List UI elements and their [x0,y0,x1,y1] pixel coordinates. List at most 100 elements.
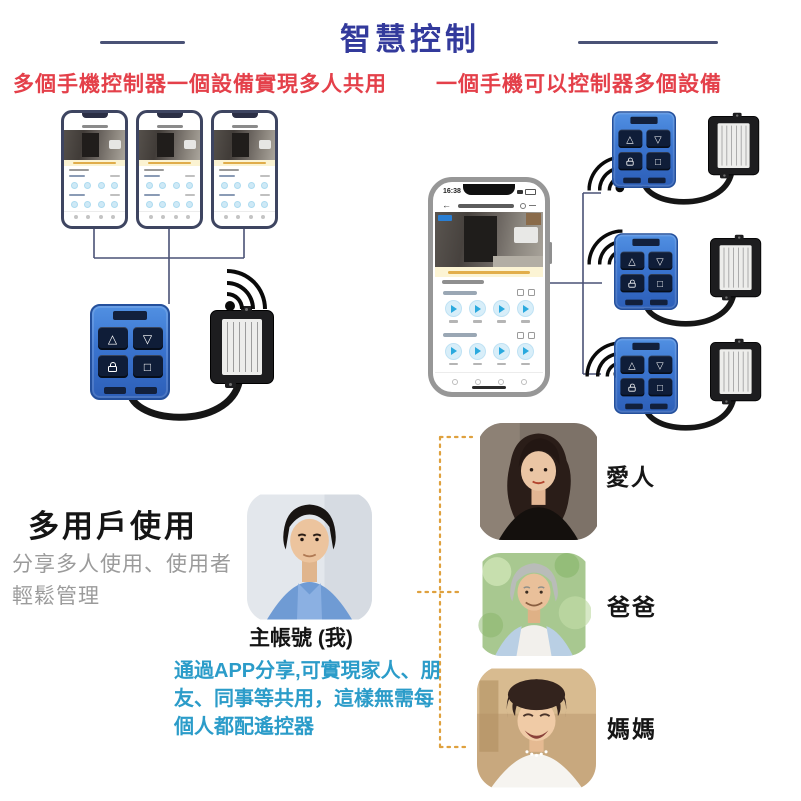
play-button [468,342,486,360]
remote-stop-button: □ [132,355,163,378]
remote-lock-button [97,355,128,378]
status-icons [517,189,536,195]
owner-label: 主帳號 (我) [249,627,353,650]
home-indicator [472,386,506,389]
multiuser-heading: 多用戶使用 [28,509,198,544]
lock-icon [628,279,636,288]
status-time: 16:38 [443,188,461,195]
remote-stop-button: □ [646,152,670,171]
remote-lock-button [618,152,642,171]
play-button [492,300,510,318]
rf-remote: △ ▽ □ [614,337,678,414]
member-label-lover: 愛人 [606,464,656,490]
notice-banner [435,267,543,278]
bottom-tab-bar [435,372,543,390]
remote-lock-button [620,378,644,397]
settings-icon [528,289,535,297]
receiver-box [710,234,762,301]
member-avatar-mom [477,666,596,790]
square-stop-icon: □ [657,277,663,289]
control-buttons-row [214,198,275,211]
share-note-line1: 通過APP分享,可實現家人、朋 [174,660,441,682]
app-title-placeholder [455,203,516,208]
play-button [516,342,534,360]
device-pair-right-2: △ ▽ □ [614,230,774,336]
mini-phone-2 [136,110,203,229]
remote-up-button: △ [620,355,644,374]
back-icon: ← [442,200,451,211]
mini-phone-3 [211,110,278,229]
receiver-box [210,306,274,388]
camera-live-view [435,212,543,268]
device-section-2 [435,329,543,340]
square-stop-icon: □ [143,359,152,374]
receiver-box [708,112,760,179]
multiuser-description: 分享多人使用、使用者 輕鬆管理 [12,549,232,613]
share-note-line3: 個人都配遙控器 [174,716,314,738]
device-pair-right-1: △ ▽ □ [612,108,772,214]
control-buttons-row-2 [435,341,543,372]
receiver-label [222,319,262,375]
triangle-down-icon: ▽ [654,133,662,145]
play-button [468,300,486,318]
multiuser-description-line2: 輕鬆管理 [12,585,100,608]
play-button [516,300,534,318]
remote-lock-button [620,274,644,293]
remote-up-button: △ [618,129,642,148]
play-button [444,300,462,318]
title-decor-line-left [100,41,185,44]
remote-down-button: ▽ [648,355,672,374]
share-note-line2: 友、同事等共用，這樣無需每 [174,688,434,710]
lock-icon [626,157,634,166]
member-avatar-lover [477,423,600,540]
wifi-icon [224,264,272,312]
triangle-down-icon: ▽ [656,359,664,371]
triangle-up-icon: △ [107,331,118,346]
remote-up-button: △ [97,327,128,350]
control-buttons-row [64,179,125,192]
square-stop-icon: □ [655,155,661,167]
rf-remote: △ ▽ □ [614,233,678,310]
member-avatar-dad [477,553,591,656]
remote-stop-button: □ [648,378,672,397]
triangle-up-icon: △ [626,133,634,145]
device-section-1 [435,287,543,298]
remote-down-button: ▽ [648,251,672,270]
multiuser-description-line1: 分享多人使用、使用者 [12,553,232,576]
device-pair-right-3: △ ▽ □ [614,334,774,440]
camera-view [64,130,125,160]
control-buttons-row [214,179,275,192]
remote-down-button: ▽ [646,129,670,148]
member-label-mom: 媽媽 [607,716,657,742]
triangle-up-icon: △ [628,255,636,267]
mini-phone-1 [61,110,128,229]
device-count-line [435,277,543,286]
play-button [444,342,462,360]
control-buttons-row [139,179,200,192]
main-phone: 16:38 ← [428,177,552,397]
settings-icon [528,331,535,339]
square-stop-icon: □ [657,381,663,393]
receiver-box [710,338,762,405]
title-decor-line-right [578,41,718,44]
control-buttons-row-1 [435,298,543,329]
remote-led-slot [113,311,147,320]
edit-icon [517,331,524,339]
control-buttons-row [64,198,125,211]
right-section-heading: 一個手機可以控制器多個設備 [436,73,722,96]
rf-remote: △ ▽ □ [612,111,676,188]
triangle-down-icon: ▽ [656,255,664,267]
page-title: 智慧控制 [340,22,480,57]
triangle-down-icon: ▽ [142,331,153,346]
control-buttons-row [139,198,200,211]
live-badge [438,215,452,222]
device-pair-left: △ ▽ □ [90,300,290,432]
remote-up-button: △ [620,251,644,270]
left-section-heading: 多個手機控制器一個設備實現多人共用 [13,73,387,96]
camera-view [214,130,275,160]
remote-down-button: ▽ [132,327,163,350]
lock-icon [628,383,636,392]
play-button [492,342,510,360]
owner-avatar [247,492,372,622]
